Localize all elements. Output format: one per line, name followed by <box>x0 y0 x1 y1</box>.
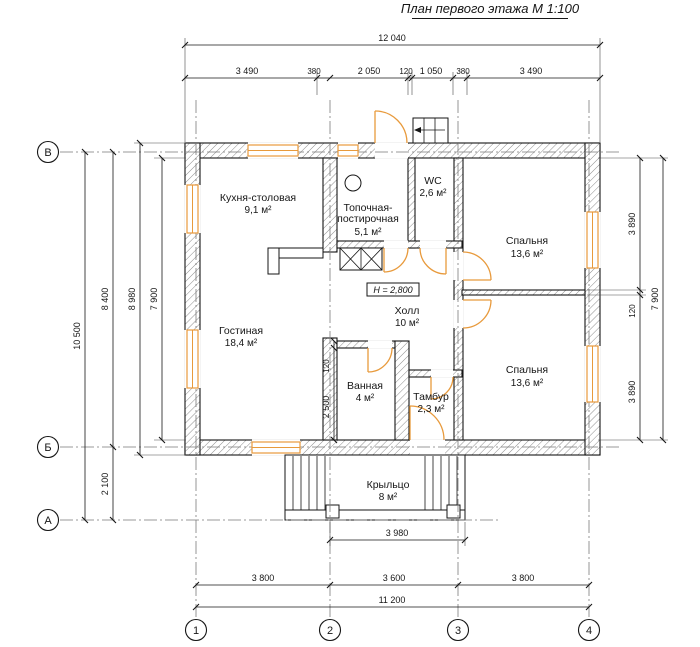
room-kitchen-area: 9,1 м² <box>245 205 273 216</box>
dimensions-left: 10 500 8 400 2 100 8 980 7 900 <box>72 139 186 524</box>
steps-arrow-icon <box>414 127 421 133</box>
axis-circle-3 <box>446 618 470 642</box>
dimensions-interior: 120 2 500 <box>321 337 338 444</box>
room-bath-area: 4 м² <box>356 393 375 404</box>
height-note: Н = 2,800 <box>366 282 420 297</box>
dim-bottom-3: 3 800 <box>512 573 535 583</box>
dim-top-7: 3 490 <box>520 66 543 76</box>
room-living-area: 18,4 м² <box>225 338 258 349</box>
room-wc-name: WC <box>424 175 442 187</box>
kitchen-counter-leg <box>267 247 280 275</box>
dim-top-total: 12 040 <box>378 33 406 43</box>
wall-bedroom-divider <box>461 289 586 296</box>
dim-bottom-2: 3 600 <box>383 573 406 583</box>
dimensions-top: 12 040 3 490 380 2 050 120 1 050 380 3 4… <box>181 33 604 142</box>
drawing-title: План первого этажа М 1:100 <box>401 1 580 19</box>
axis-label-2: 2 <box>327 625 333 637</box>
dim-top-3: 2 050 <box>358 66 381 76</box>
axis-circle-a <box>36 508 60 532</box>
height-note-box <box>366 282 420 297</box>
dimensions-bottom: 3 980 3 800 3 600 3 800 11 200 <box>192 522 593 611</box>
door-bedroom2-swing <box>462 299 492 329</box>
axis-label-1: 1 <box>193 625 199 637</box>
room-hall-area: 10 м² <box>395 318 420 329</box>
axis-circle-4 <box>577 618 601 642</box>
wall-right <box>584 142 601 456</box>
door-rear-entry-swing <box>374 110 408 144</box>
porch-column-left <box>325 504 340 519</box>
axis-circle-v <box>36 140 60 164</box>
axis-label-4: 4 <box>586 625 592 637</box>
axis-circle-2 <box>318 618 342 642</box>
wall-axis3 <box>453 157 464 441</box>
door-bath-swing <box>367 347 393 373</box>
dim-left-total: 10 500 <box>72 322 82 350</box>
room-kitchen-name: Кухня-столовая <box>220 192 296 204</box>
dim-top-6: 380 <box>456 67 470 76</box>
axis-label-v: В <box>44 147 51 159</box>
dim-right-upper: 3 890 <box>627 213 637 236</box>
room-porch-area: 8 м² <box>379 492 398 503</box>
windows <box>186 144 599 454</box>
room-tambour-area: 2,3 м² <box>418 404 446 415</box>
height-note-text: Н = 2,800 <box>373 285 412 295</box>
axis-label-a: А <box>44 515 52 527</box>
room-boiler-area: 5,1 м² <box>355 227 383 238</box>
room-bedroom2-name: Спальня <box>506 364 548 376</box>
page-title: План первого этажа М 1:100 <box>401 1 580 16</box>
dimensions-right: 3 890 120 3 890 7 900 <box>587 154 668 444</box>
room-bedroom1-name: Спальня <box>506 235 548 247</box>
dim-porch-width: 3 980 <box>386 528 409 538</box>
room-tambour-name: Тамбур <box>413 391 449 403</box>
dim-left-outer: 8 980 <box>127 288 137 311</box>
door-tambour-swing <box>430 376 454 400</box>
axis-label-b: Б <box>44 442 51 454</box>
dim-left-upper: 8 400 <box>100 288 110 311</box>
axis-circle-b <box>36 435 60 459</box>
door-wc-swing <box>419 247 447 275</box>
room-porch-name: Крыльцо <box>367 479 410 491</box>
dim-bottom-1: 3 800 <box>252 573 275 583</box>
door-main-entry-swing <box>409 405 445 441</box>
dim-top-4: 120 <box>399 67 413 76</box>
porch <box>284 454 466 521</box>
dim-top-1: 3 490 <box>236 66 259 76</box>
dim-right-lower: 3 890 <box>627 381 637 404</box>
dim-right-inner: 7 900 <box>650 288 660 311</box>
dim-left-inner: 7 900 <box>149 288 159 311</box>
room-bedroom2-area: 13,6 м² <box>511 378 544 389</box>
dim-right-mid: 120 <box>628 304 637 318</box>
dim-left-lower: 2 100 <box>100 473 110 496</box>
room-labels: Кухня-столовая 9,1 м² Топочная- постироч… <box>219 175 548 503</box>
room-boiler-name2: постирочная <box>337 213 399 225</box>
room-wc-area: 2,6 м² <box>420 188 448 199</box>
room-living-name: Гостиная <box>219 325 263 337</box>
dim-top-5: 1 050 <box>420 66 443 76</box>
door-bedroom1-swing <box>462 251 492 281</box>
axis-markers: В Б А 1 2 3 4 <box>36 140 601 642</box>
dim-bottom-total: 11 200 <box>379 595 406 605</box>
room-boiler-name1: Топочная- <box>343 202 393 214</box>
dim-bath-height: 2 500 <box>321 396 331 419</box>
porch-step <box>284 509 466 521</box>
dim-bath-wall: 120 <box>322 359 331 373</box>
boiler-icon <box>344 174 362 192</box>
room-bath-name: Ванная <box>347 380 383 392</box>
wall-boiler-wc <box>407 157 416 249</box>
entry-steps <box>412 117 449 144</box>
wall-bottom <box>184 439 601 456</box>
fixtures <box>267 174 383 275</box>
axis-circle-1 <box>184 618 208 642</box>
room-hall-name: Холл <box>395 305 420 317</box>
axis-label-3: 3 <box>455 625 461 637</box>
dim-top-2: 380 <box>307 67 321 76</box>
porch-column-right <box>446 504 461 519</box>
door-boiler-swing <box>383 247 409 273</box>
porch-platform <box>284 454 466 511</box>
doors <box>367 110 492 441</box>
wall-bath-tambour <box>394 340 410 441</box>
room-bedroom1-area: 13,6 м² <box>511 249 544 260</box>
